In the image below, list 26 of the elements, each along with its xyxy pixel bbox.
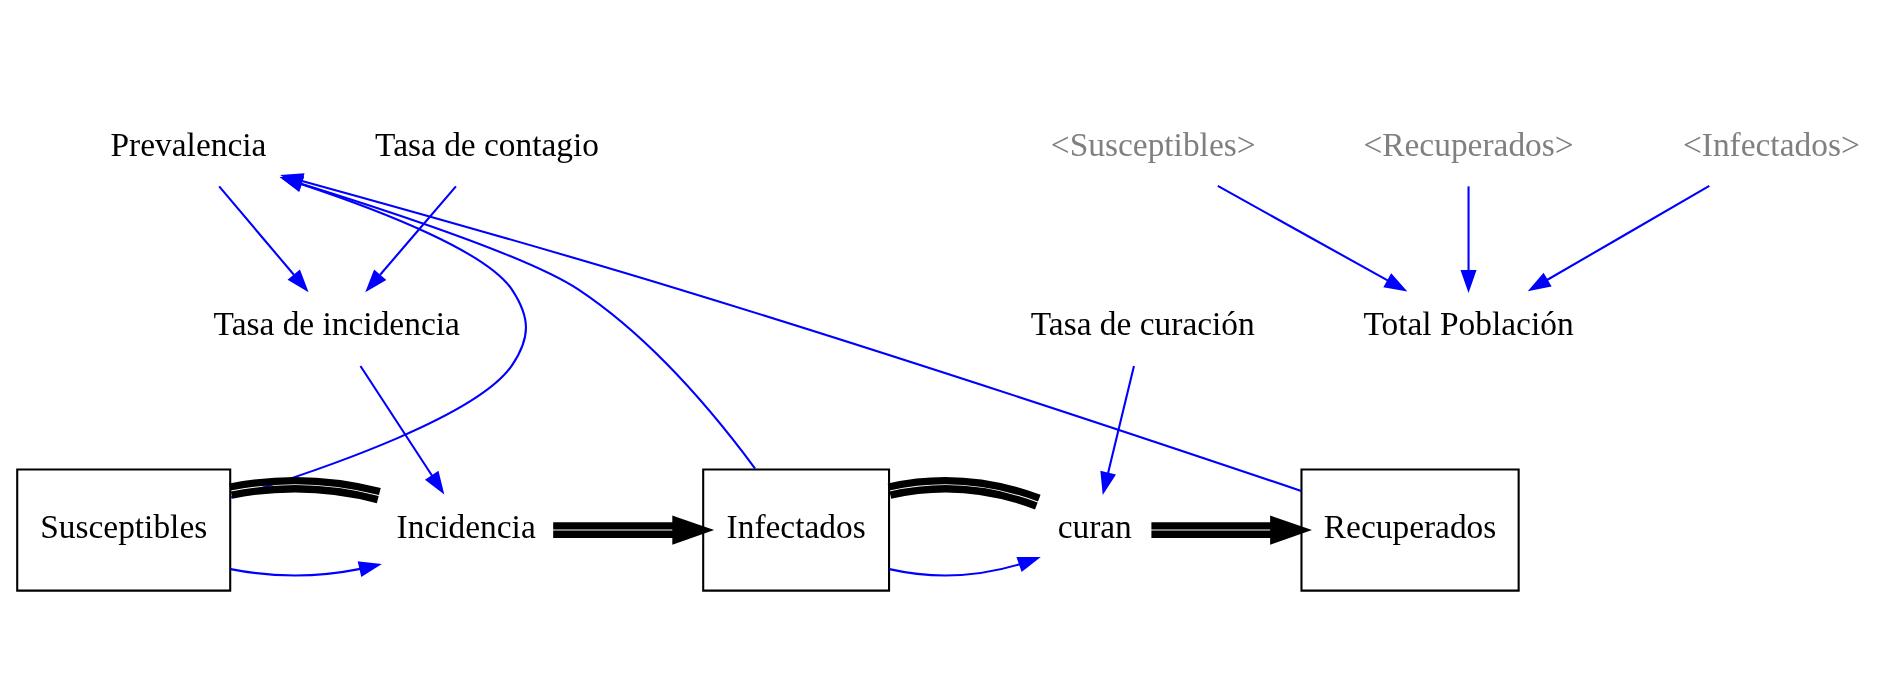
node-text: Incidencia: [396, 507, 536, 545]
node-text: curan: [1057, 507, 1132, 545]
arrow: [1460, 185, 1477, 293]
node-text: <Recuperados>: [1363, 125, 1574, 163]
node-text: Tasa de incidencia: [213, 304, 460, 342]
node-text: Tasa de curación: [1030, 304, 1255, 342]
node-box: Recuperados: [1300, 468, 1520, 592]
node-box: Infectados: [702, 468, 891, 592]
arrow: [365, 185, 457, 292]
arrow: [553, 514, 715, 545]
arrow: [1527, 184, 1710, 291]
arrow: [359, 364, 445, 494]
node-box: Susceptibles: [16, 468, 232, 592]
arrow: [1217, 184, 1408, 291]
arrow: [1100, 365, 1135, 495]
node-text: Tasa de contagio: [375, 125, 600, 163]
arrow: [1151, 514, 1312, 545]
node-text: <Susceptibles>: [1050, 125, 1256, 163]
arrow: [889, 556, 1041, 577]
node-text: Prevalencia: [110, 125, 267, 163]
node-text: <Infectados>: [1682, 125, 1860, 163]
node-text: Total Población: [1363, 304, 1574, 342]
connector: [887, 476, 1041, 509]
connector: [229, 476, 381, 503]
arrow: [230, 560, 382, 577]
arrow: [218, 185, 309, 292]
